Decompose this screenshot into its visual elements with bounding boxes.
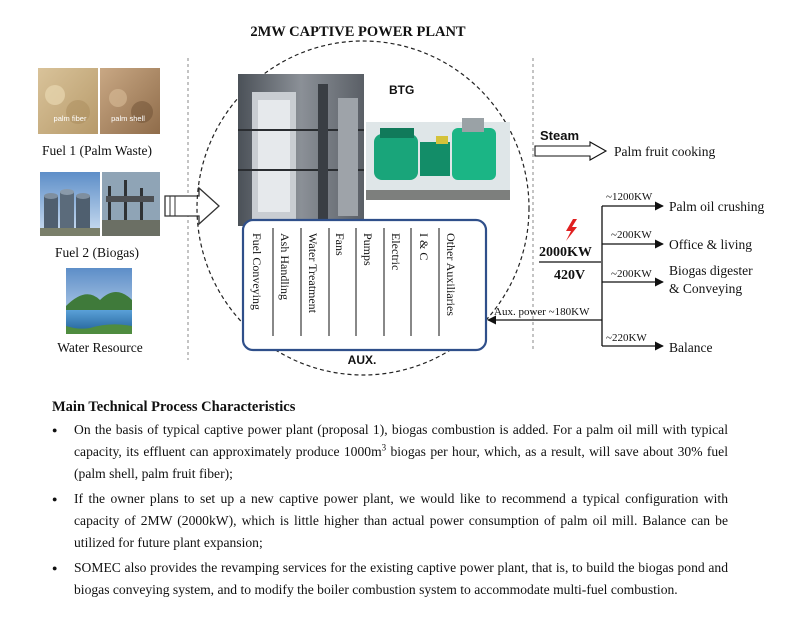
bullet-1-superscript: 3 [381, 442, 387, 453]
aux-item: Ash Handling [278, 233, 292, 300]
palm-fiber-caption: palm fiber [54, 114, 87, 123]
list-item: On the basis of typical captive power pl… [52, 419, 728, 485]
diagram-title: 2MW CAPTIVE POWER PLANT [250, 24, 466, 40]
palm-shell-caption: palm shell [111, 114, 145, 123]
palm-shell-photo: palm shell [100, 68, 160, 134]
water-resource-photo [66, 268, 132, 334]
output-label-line2: & Conveying [669, 281, 742, 296]
output-kw: ~220KW [606, 332, 647, 344]
output-label: Balance [669, 340, 712, 355]
output-label: Palm oil crushing [669, 199, 764, 214]
characteristics-list: On the basis of typical captive power pl… [52, 419, 728, 604]
fuel1-label: Fuel 1 (Palm Waste) [42, 143, 152, 158]
steam-label: Steam [540, 128, 579, 143]
lightning-icon [566, 219, 577, 241]
power-capacity: 2000KW [539, 245, 592, 260]
aux-item: Fuel Conveying [250, 233, 264, 310]
biogas-plant-photo [102, 172, 160, 236]
aux-item: Water Treatment [306, 233, 320, 314]
aux-power-label: Aux. power ~180KW [494, 306, 590, 318]
section-title: Main Technical Process Characteristics [52, 399, 296, 415]
fuel2-label: Fuel 2 (Biogas) [55, 245, 139, 260]
bullet-2-text: If the owner plans to set up a new capti… [74, 491, 728, 550]
aux-box [241, 218, 488, 352]
list-item: SOMEC also provides the revamping servic… [52, 557, 728, 601]
fuel-input-arrow [164, 186, 220, 226]
bullet-1-text: On the basis of typical captive power pl… [74, 422, 728, 459]
output-kw: ~200KW [611, 229, 652, 241]
output-kw: ~1200KW [606, 191, 653, 203]
aux-item: I & C [417, 233, 431, 260]
aux-label: AUX. [348, 353, 377, 367]
biogas-tanks-photo [40, 172, 100, 236]
turbine-generator-photo [366, 118, 510, 200]
steam-target: Palm fruit cooking [614, 144, 715, 159]
power-voltage: 420V [554, 268, 585, 283]
aux-dividers [272, 228, 440, 336]
aux-item: Other Auxiliaries [444, 233, 458, 316]
aux-item: Fans [333, 233, 347, 256]
palm-fiber-photo: palm fiber [38, 68, 98, 134]
aux-item: Pumps [361, 233, 375, 266]
power-plant-diagram: 2MW CAPTIVE POWER PLANT palm fiber palm … [38, 24, 764, 376]
bullet-3-text: SOMEC also provides the revamping servic… [74, 560, 728, 597]
output-label: Biogas digester [669, 263, 753, 278]
btg-label: BTG [389, 83, 414, 97]
boiler-hall-photo [238, 74, 364, 226]
list-item: If the owner plans to set up a new capti… [52, 488, 728, 554]
output-label: Office & living [669, 237, 752, 252]
plant-boundary-circle [196, 40, 530, 376]
water-label: Water Resource [57, 340, 143, 355]
output-kw: ~200KW [611, 268, 652, 280]
bullet-1-text-end: biogas per hour, which, as a result, wil… [74, 444, 728, 481]
aux-item: Electric [389, 233, 403, 270]
steam-arrow [534, 141, 608, 161]
